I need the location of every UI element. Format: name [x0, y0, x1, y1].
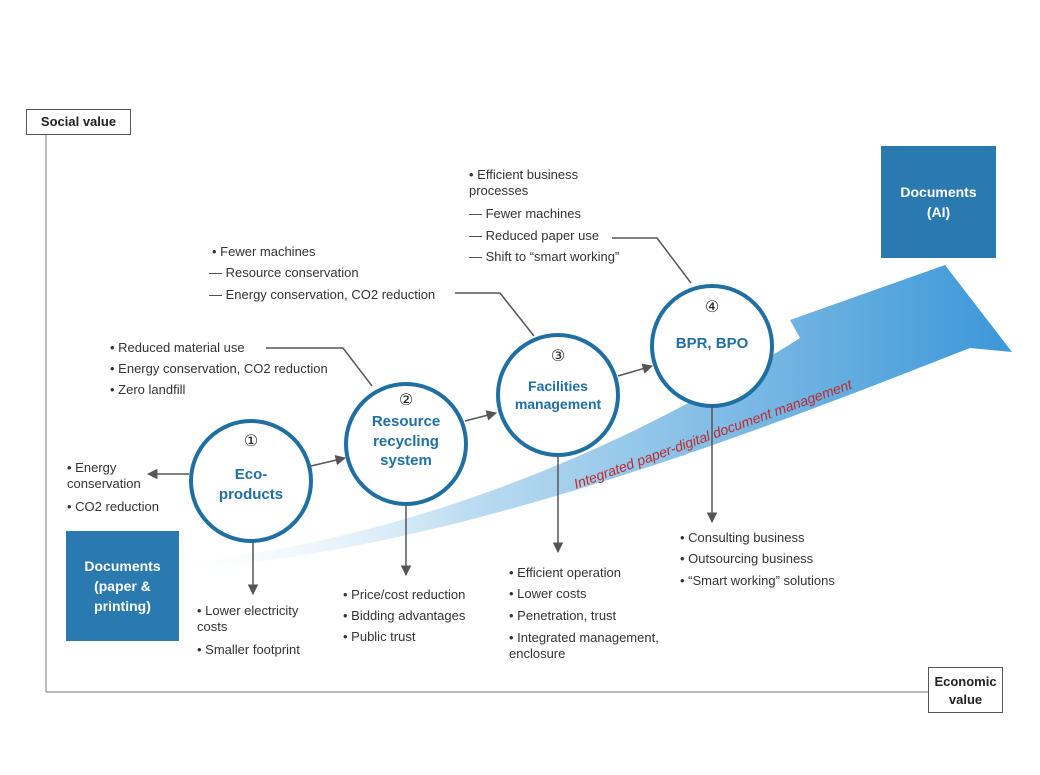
step3-feature: — Energy conservation, CO2 reduction — [209, 287, 436, 302]
step-title-3: Facilities management — [514, 378, 602, 413]
step2-feature: • Reduced material use — [110, 340, 245, 355]
step4-feature: — Reduced paper use — [469, 228, 600, 243]
connector-2-3 — [464, 410, 498, 422]
documents-ai-box: Documents (AI) — [881, 146, 996, 258]
step3-outcome: • Integrated management, enclosure — [509, 630, 659, 662]
leader-3 — [455, 292, 535, 337]
step3-outcome: • Lower costs — [509, 586, 587, 601]
step4-feature: — Fewer machines — [469, 206, 581, 221]
step3-outcome: • Efficient operation — [509, 565, 621, 580]
y-axis-label: Social value — [26, 109, 131, 135]
leader-2 — [266, 347, 373, 387]
step2-outcome: • Bidding advantages — [343, 608, 466, 623]
step-title-4: BPR, BPO — [675, 335, 749, 352]
step3-feature: — Resource conservation — [209, 265, 359, 280]
step4-feature: — Shift to “smart working” — [469, 249, 620, 264]
step4-outcome: • Outsourcing business — [680, 551, 814, 566]
connector-3-4 — [617, 363, 654, 377]
step3-feature: • Fewer machines — [212, 244, 316, 259]
step-circle-2: ② Resource recycling system — [344, 382, 468, 506]
step-number-1: ① — [243, 433, 259, 450]
step1-outcome: • Smaller footprint — [197, 642, 300, 657]
step4-feature: • Efficient business processes — [469, 167, 579, 199]
step1-outcome: • Lower electricity costs — [197, 603, 299, 635]
step-title-1: Eco-products — [218, 466, 284, 503]
step-circle-3: ③ Facilities management — [496, 333, 620, 457]
step-number-3: ③ — [550, 348, 566, 365]
leader-4 — [612, 237, 692, 284]
step2-feature: • Zero landfill — [110, 382, 186, 397]
step4-outcome: • Consulting business — [680, 530, 805, 545]
step-number-2: ② — [398, 392, 414, 409]
step1-benefit: • CO2 reduction — [67, 499, 159, 514]
step-circle-4: ④ BPR, BPO — [650, 284, 774, 408]
connector-1-2 — [310, 455, 347, 467]
step-circle-1: ① Eco-products — [189, 419, 313, 543]
step-number-4: ④ — [704, 299, 720, 316]
x-axis-label: Economic value — [928, 667, 1003, 713]
step3-outcome: • Penetration, trust — [509, 608, 617, 623]
step-title-2: Resource recycling system — [371, 413, 441, 469]
step2-feature: • Energy conservation, CO2 reduction — [110, 361, 328, 376]
step2-outcome: • Public trust — [343, 629, 416, 644]
step4-outcome: • “Smart working” solutions — [680, 573, 835, 588]
step2-outcome: • Price/cost reduction — [343, 587, 466, 602]
step1-benefit: • Energy conservation — [67, 460, 141, 492]
documents-paper-box: Documents (paper & printing) — [66, 531, 179, 641]
value-growth-arrow — [178, 265, 1012, 570]
